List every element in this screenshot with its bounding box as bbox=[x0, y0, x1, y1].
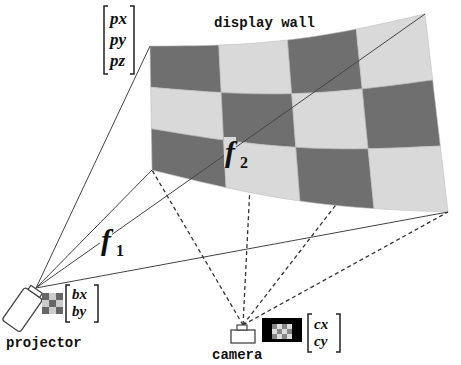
camera-ray bbox=[243, 212, 448, 325]
pattern-cell bbox=[272, 329, 277, 334]
pattern-cell bbox=[277, 334, 282, 339]
pattern-cell bbox=[272, 324, 277, 329]
pattern-cell bbox=[49, 293, 56, 300]
pattern-cell bbox=[42, 300, 49, 307]
pattern-cell bbox=[49, 300, 56, 307]
display-wall-surface bbox=[150, 14, 448, 212]
camera-ray bbox=[152, 170, 243, 325]
pattern-cell bbox=[56, 293, 63, 300]
symbol-label: f bbox=[100, 225, 112, 255]
symbol-label: by bbox=[72, 304, 86, 319]
bracket bbox=[308, 314, 340, 352]
symbol-label: bx bbox=[72, 287, 87, 302]
camera-pattern bbox=[272, 324, 292, 339]
part-name: projector bbox=[6, 336, 82, 350]
pattern-cell bbox=[272, 334, 277, 339]
wall-tile bbox=[296, 147, 374, 208]
bracket bbox=[66, 285, 98, 322]
pattern-cell bbox=[56, 300, 63, 307]
pattern-cell bbox=[42, 293, 49, 300]
pattern-cell bbox=[282, 334, 287, 339]
vector-brackets bbox=[66, 6, 340, 352]
part-name: display wall bbox=[214, 16, 315, 30]
symbol-label: cy bbox=[314, 334, 327, 349]
pattern-cell bbox=[49, 307, 56, 314]
wall-tile bbox=[362, 80, 440, 149]
pattern-cell bbox=[282, 324, 287, 329]
symbol-label: pz bbox=[110, 52, 125, 69]
pattern-cell bbox=[56, 307, 63, 314]
camera-rays bbox=[152, 170, 448, 325]
projection-ray bbox=[36, 212, 448, 288]
symbol-label: 1 bbox=[115, 243, 125, 259]
wall-tile bbox=[356, 14, 432, 89]
projector-pattern bbox=[42, 293, 63, 314]
projection-ray bbox=[36, 14, 425, 288]
wall-tile bbox=[368, 146, 448, 212]
camera-ray bbox=[243, 192, 250, 325]
pattern-cell bbox=[277, 329, 282, 334]
camera-ray bbox=[243, 205, 336, 325]
part-name: camera bbox=[212, 348, 262, 362]
wall-tile bbox=[151, 129, 226, 188]
wall-tile bbox=[292, 89, 368, 149]
wall-tile bbox=[150, 45, 221, 93]
symbol-label: cx bbox=[314, 317, 328, 332]
pattern-cell bbox=[287, 329, 292, 334]
pattern-cell bbox=[287, 334, 292, 339]
projector-symbol bbox=[2, 283, 46, 332]
symbol-label: py bbox=[110, 31, 126, 48]
projector-rays bbox=[36, 14, 448, 288]
symbol-label: px bbox=[110, 10, 127, 27]
wall-tile bbox=[219, 40, 292, 94]
bracket bbox=[104, 6, 134, 74]
symbol-label: 2 bbox=[239, 155, 249, 171]
pattern-cell bbox=[287, 324, 292, 329]
pattern-cell bbox=[282, 329, 287, 334]
symbol-label: f bbox=[224, 137, 236, 167]
projection-ray bbox=[36, 46, 150, 288]
pattern-cell bbox=[277, 324, 282, 329]
pattern-cell bbox=[42, 307, 49, 314]
camera-symbol bbox=[231, 318, 302, 343]
